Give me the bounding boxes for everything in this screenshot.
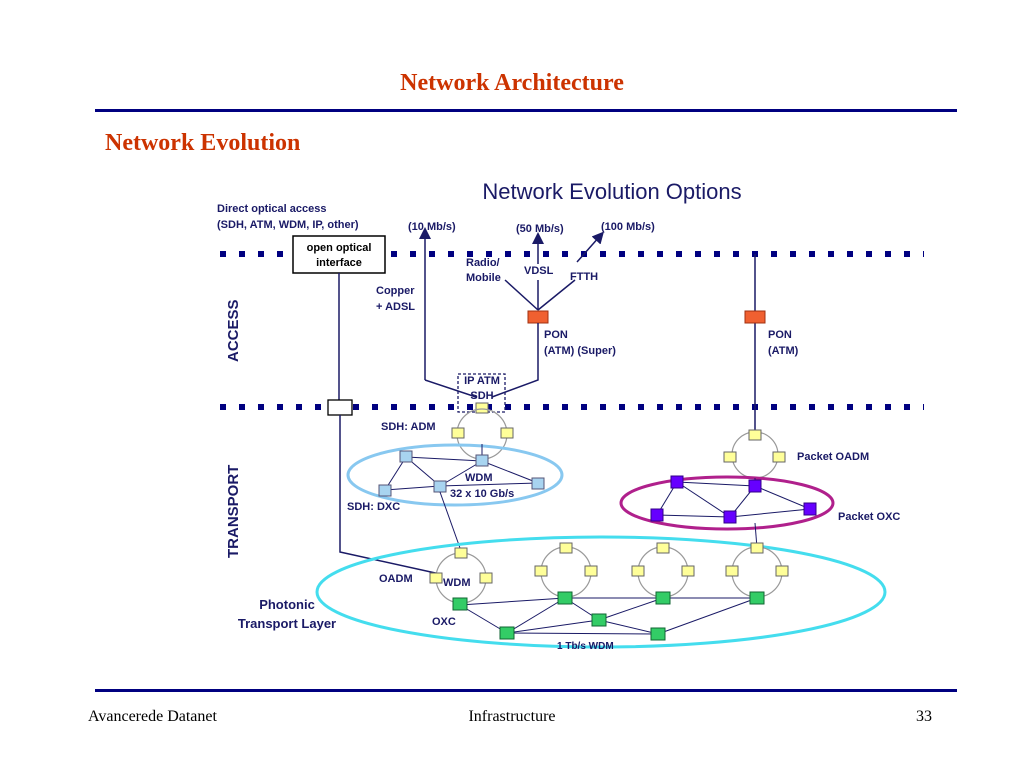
open-optical-interface-label: interface — [316, 257, 362, 269]
sdh-wdm-ellipse — [346, 443, 564, 507]
title-divider — [95, 109, 957, 112]
footer-left: Avancerede Datanet — [88, 708, 217, 725]
transport-layer-label: TRANSPORT — [225, 465, 242, 558]
wdm-capacity-label: 32 x 10 Gb/s — [450, 488, 514, 500]
sdh-label: SDH — [470, 390, 493, 402]
footer-center: Infrastructure — [468, 708, 556, 725]
photonic-adm-nodes — [429, 542, 789, 584]
packet-oxc-node-3 — [650, 508, 664, 522]
photonic-transport-label: Transport Layer — [238, 616, 336, 631]
photonic-layer-ellipse — [315, 535, 887, 649]
rate-10: (10 Mb/s) — [408, 221, 456, 233]
packet-oadm-node-top — [748, 429, 762, 441]
dxc-node-4 — [433, 480, 447, 493]
adsl-label: + ADSL — [376, 301, 415, 313]
dxc-to-photonic-link — [439, 491, 461, 549]
oadm-label: OADM — [379, 573, 413, 585]
oxc-core-nodes — [452, 591, 765, 641]
pon-super-node — [527, 310, 549, 324]
radio-link — [504, 279, 539, 311]
core-wdm-label: 1 Tb/s WDM — [557, 641, 614, 652]
slide-title: Network Architecture — [400, 70, 624, 96]
dxc-node-1 — [399, 450, 413, 463]
photonic-label: Photonic — [259, 597, 315, 612]
dxc-node-2 — [475, 454, 489, 467]
radio-label: Radio/ — [466, 257, 500, 269]
packet-oadm-label: Packet OADM — [797, 451, 869, 463]
mobile-label: Mobile — [466, 272, 501, 284]
oxc-label: OXC — [432, 616, 456, 628]
open-optical-label: open optical — [307, 242, 372, 254]
vdsl-label: VDSL — [524, 265, 554, 277]
packet-oxc-node-1 — [670, 475, 684, 489]
packet-oxc-node-2 — [748, 479, 762, 493]
footer-divider — [95, 689, 957, 692]
copper-to-sdh-link — [424, 379, 477, 398]
pon-to-sdh-link — [491, 323, 539, 398]
transport-interface-box — [327, 399, 353, 416]
ftth-link — [537, 279, 576, 311]
packet-oxc-node-4 — [723, 510, 737, 524]
photonic-wdm-label: WDM — [443, 577, 471, 589]
ip-atm-label: IP ATM — [464, 375, 500, 387]
dxc-node-5 — [531, 477, 545, 490]
pon-atm-label: PON — [768, 329, 792, 341]
sdh-adm-node-right — [500, 427, 514, 439]
direct-access-label: Direct optical access — [217, 203, 326, 215]
packet-oadm-node-left — [723, 451, 737, 463]
sdh-access-node — [475, 402, 489, 414]
wdm-label: WDM — [465, 472, 493, 484]
rate-100: (100 Mb/s) — [601, 221, 655, 233]
copper-label: Copper — [376, 285, 415, 297]
ftth-label: FTTH — [570, 271, 598, 283]
packet-oxc-node-5 — [803, 502, 817, 516]
page-number: 33 — [916, 708, 932, 725]
slide-subtitle: Network Evolution — [105, 130, 301, 156]
packet-oadm-node-right — [772, 451, 786, 463]
sdh-adm-label: SDH: ADM — [381, 421, 436, 433]
sdh-dxc-label: SDH: DXC — [347, 501, 400, 513]
ip-atm-sdh-box — [457, 373, 506, 413]
sdh-adm-node-left — [451, 427, 465, 439]
pon-super-label: PON — [544, 329, 568, 341]
dxc-node-3 — [378, 484, 392, 497]
access-layer-label: ACCESS — [225, 299, 242, 362]
diagram-heading: Network Evolution Options — [482, 179, 741, 204]
packet-oxc-label: Packet OXC — [838, 511, 900, 523]
direct-to-photonic-link — [339, 415, 441, 575]
pon-atm-type-label: (ATM) — [768, 345, 799, 357]
rate-50: (50 Mb/s) — [516, 223, 564, 235]
pon-atm-node — [744, 310, 766, 324]
pon-100-uplink — [576, 231, 604, 263]
packet-oxc-ellipse — [619, 475, 835, 531]
pon-super-type-label: (ATM) (Super) — [544, 345, 616, 357]
direct-access-protocols: (SDH, ATM, WDM, IP, other) — [217, 219, 359, 231]
